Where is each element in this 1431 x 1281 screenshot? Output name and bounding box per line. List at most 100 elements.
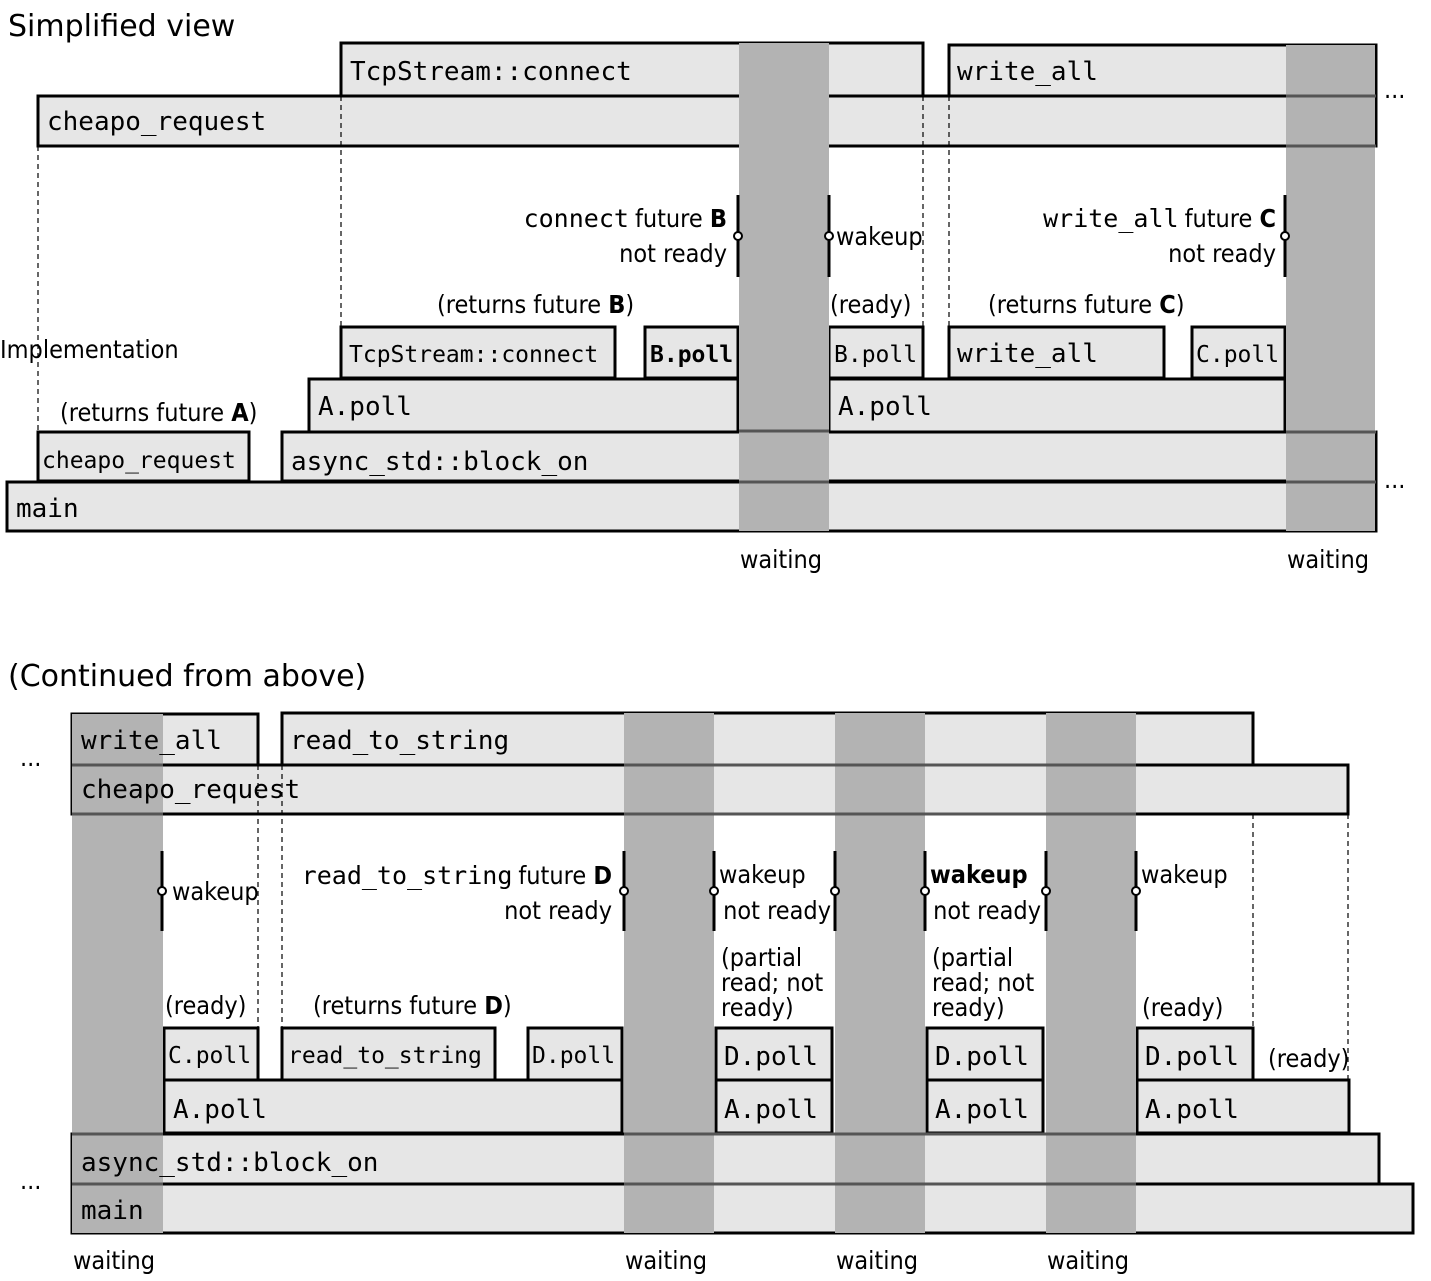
- wakeup-marker-b2: [709, 886, 719, 896]
- waiting-band-b3: [835, 713, 925, 1233]
- a-poll-label-b3: A.poll: [935, 1095, 1029, 1125]
- ready-a-text: (ready): [1268, 1044, 1349, 1073]
- ready-b-text: (ready): [830, 290, 911, 319]
- ellipsis-top-1: ...: [1384, 75, 1405, 104]
- write-all-label: write_all: [81, 726, 222, 756]
- not-ready-marker-b3: [1041, 886, 1051, 896]
- main-frame: [5, 480, 1378, 533]
- waiting-label-1: waiting: [740, 545, 822, 574]
- wakeup-text-b1: wakeup: [172, 877, 259, 906]
- main-label-bottom: main: [81, 1196, 144, 1226]
- block-on-label-bottom: async_std::block_on: [81, 1148, 378, 1178]
- d-poll-label-2: D.poll: [724, 1042, 818, 1072]
- main-frame-bottom: [70, 1182, 1415, 1235]
- wakeup-text-b3: wakeup: [930, 860, 1028, 889]
- waiting-label-b1: waiting: [73, 1246, 155, 1275]
- cheapo-request-impl-frame: [36, 430, 251, 483]
- waiting-label-2: waiting: [1287, 545, 1369, 574]
- a-poll-frame-b1: [162, 1078, 624, 1135]
- c-poll-label-bottom: C.poll: [168, 1043, 251, 1069]
- c-poll-frame-bottom: [162, 1026, 260, 1082]
- partial-read-1-line3: ready): [721, 993, 794, 1022]
- d-poll-frame-2: [714, 1026, 834, 1082]
- a-poll-frame-b2: [714, 1078, 834, 1135]
- main-label: main: [16, 494, 79, 524]
- wakeup-text-b4: wakeup: [1141, 860, 1228, 889]
- not-ready-text-b2: not ready: [723, 896, 831, 925]
- write-all-simple-label: write_all: [957, 57, 1098, 87]
- a-poll-label-b1: A.poll: [173, 1095, 267, 1125]
- waiting-label-b4: waiting: [1047, 1246, 1129, 1275]
- read-to-string-top-label: read_to_string: [290, 726, 509, 756]
- continued-section: (Continued from above): [8, 659, 1415, 1275]
- d-poll-frame-4: [1135, 1026, 1255, 1082]
- a-poll-label-b2: A.poll: [724, 1095, 818, 1125]
- wakeup-marker-b3: [920, 886, 930, 896]
- a-poll-label-b4: A.poll: [1145, 1095, 1239, 1125]
- waiting-label-b3: waiting: [836, 1246, 918, 1275]
- tcp-connect-impl-label: TcpStream::connect: [349, 342, 598, 368]
- ready-d-text: (ready): [1142, 993, 1223, 1022]
- partial-read-2-line3: ready): [932, 993, 1005, 1022]
- implementation-label: Implementation: [0, 335, 179, 364]
- ellipsis-bottom-1: ...: [20, 743, 41, 772]
- write-all-not-ready-marker: [1280, 231, 1290, 241]
- block-on-label: async_std::block_on: [291, 447, 588, 477]
- wakeup-marker: [824, 231, 834, 241]
- write-all-impl-label: write_all: [957, 339, 1098, 369]
- waiting-band-1: [739, 43, 829, 531]
- waiting-band-2: [1286, 45, 1375, 531]
- wakeup-text-b2: wakeup: [719, 860, 806, 889]
- d-poll-frame-1: [526, 1026, 624, 1082]
- simplified-view-section: Simplified view: [0, 9, 1405, 574]
- read-not-ready-marker: [619, 886, 629, 896]
- partial-read-1-line1: (partial: [721, 943, 802, 972]
- d-poll-label-3: D.poll: [935, 1042, 1029, 1072]
- read-to-string-impl-label: read_to_string: [288, 1043, 482, 1069]
- tcp-connect-simple-label: TcpStream::connect: [350, 57, 632, 87]
- not-ready-text-b3: not ready: [933, 896, 1041, 925]
- partial-read-2-line1: (partial: [932, 943, 1013, 972]
- wakeup-marker-b4: [1131, 886, 1141, 896]
- write-all-not-ready-text: not ready: [1168, 239, 1276, 268]
- waiting-label-b2: waiting: [625, 1246, 707, 1275]
- b-poll-label-2: B.poll: [834, 342, 917, 368]
- continued-title: (Continued from above): [8, 659, 366, 694]
- tcp-connect-impl-frame: [339, 325, 617, 380]
- ellipsis-top-2: ...: [1384, 465, 1405, 494]
- a-poll-label-2: A.poll: [838, 392, 932, 422]
- returns-future-b: (returns future B): [437, 290, 634, 319]
- waiting-band-b4: [1046, 713, 1136, 1233]
- cheapo-request-label: cheapo_request: [81, 775, 300, 805]
- simplified-view-title: Simplified view: [8, 9, 235, 44]
- returns-future-d: (returns future D): [313, 991, 512, 1020]
- partial-read-2-line2: read; not: [932, 968, 1034, 997]
- a-poll-label-1: A.poll: [318, 392, 412, 422]
- a-poll-frame-b3: [925, 1078, 1045, 1135]
- d-poll-label-1: D.poll: [532, 1043, 615, 1069]
- c-poll-label: C.poll: [1196, 342, 1279, 368]
- connect-not-ready-marker: [733, 231, 743, 241]
- waiting-band-b2: [624, 713, 714, 1233]
- returns-future-c: (returns future C): [988, 290, 1185, 319]
- a-poll-frame-b4: [1135, 1078, 1351, 1135]
- ready-c-text: (ready): [165, 991, 246, 1020]
- read-to-string-impl-frame: [280, 1026, 497, 1082]
- read-not-ready-text: not ready: [504, 896, 612, 925]
- d-poll-label-4: D.poll: [1145, 1042, 1239, 1072]
- b-poll-label-1: B.poll: [650, 342, 733, 368]
- c-poll-frame: [1190, 325, 1287, 380]
- partial-read-1-line2: read; not: [721, 968, 823, 997]
- ellipsis-bottom-2: ...: [20, 1166, 41, 1195]
- wakeup-marker-b1: [157, 886, 167, 896]
- wakeup-text: wakeup: [836, 222, 923, 251]
- connect-not-ready-text: not ready: [619, 239, 727, 268]
- waiting-band-b1: [72, 714, 163, 1233]
- cheapo-request-simple-frame: [36, 94, 1378, 148]
- not-ready-marker-b2: [830, 886, 840, 896]
- returns-future-a: (returns future A): [60, 398, 257, 427]
- cheapo-request-impl-label: cheapo_request: [42, 448, 236, 474]
